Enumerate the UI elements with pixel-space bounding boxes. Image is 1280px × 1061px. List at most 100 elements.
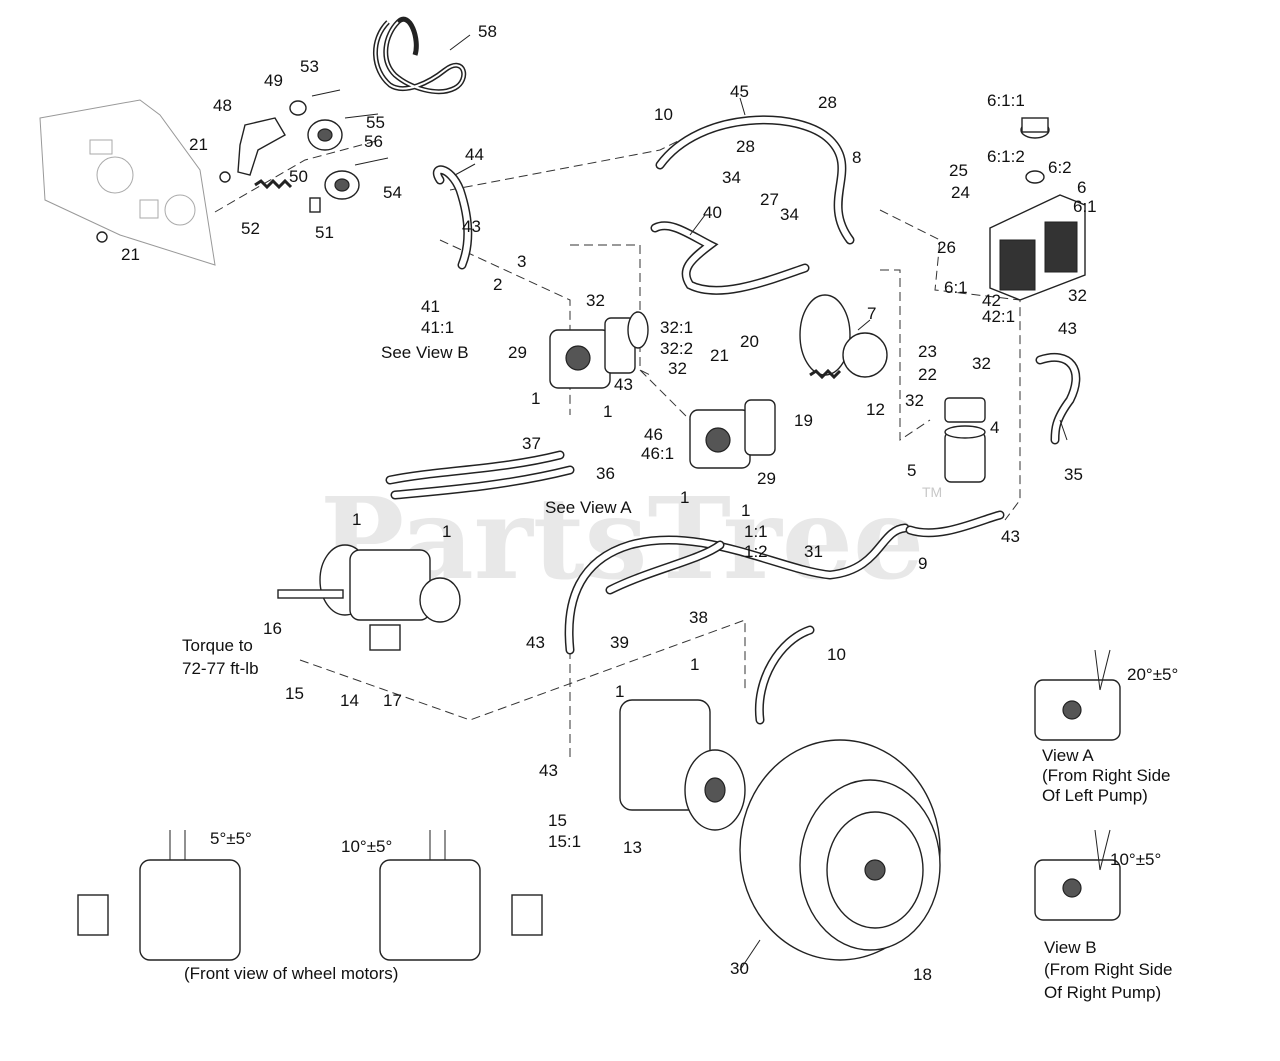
- rear-wheel: [739, 739, 941, 961]
- front-view-wheel-motor-left: [77, 830, 241, 961]
- callout-15-1: 15:1: [548, 832, 581, 851]
- front-view-wheel-motor-right: [379, 830, 543, 961]
- see-view-a-note: See View A: [545, 498, 632, 517]
- callout-20: 20: [740, 332, 759, 351]
- callout-27: 27: [760, 190, 779, 209]
- callout-43-a: 43: [462, 217, 481, 236]
- view-b-inset: [1034, 829, 1121, 921]
- callout-22: 22: [918, 365, 937, 384]
- callout-15-a: 15: [285, 684, 304, 703]
- callout-1-d: 1: [741, 501, 750, 520]
- callout-18: 18: [913, 965, 932, 984]
- callout-1-g: 1: [690, 655, 699, 674]
- callout-1-2: 1:2: [744, 542, 768, 561]
- assembly-guide-lines: [214, 129, 1021, 760]
- callout-55: 55: [366, 113, 385, 132]
- oil-filter-assembly: [944, 397, 986, 483]
- hydraulic-reservoir: [989, 117, 1086, 301]
- callout-43-e: 43: [526, 633, 545, 652]
- callout-42: 42: [982, 291, 1001, 310]
- callout-13: 13: [623, 838, 642, 857]
- hydraulic-hoses: [385, 115, 1081, 725]
- callout-21-a: 21: [189, 135, 208, 154]
- view-b-caption-2: (From Right Side: [1044, 960, 1172, 979]
- callout-50: 50: [289, 167, 308, 186]
- callout-1-e: 1: [352, 510, 361, 529]
- callout-6-1-2: 6:1:2: [987, 147, 1025, 166]
- callout-42-1: 42:1: [982, 307, 1015, 326]
- view-a-inset: [1034, 649, 1121, 741]
- drive-belt: [373, 16, 467, 95]
- callout-21-c: 21: [710, 346, 729, 365]
- callout-46-1: 46:1: [641, 444, 674, 463]
- leader-lines: [449, 34, 1068, 971]
- see-view-b-note: See View B: [381, 343, 469, 362]
- callout-43-c: 43: [1058, 319, 1077, 338]
- callout-23: 23: [918, 342, 937, 361]
- callout-32-d: 32: [972, 354, 991, 373]
- callout-1-a: 1: [531, 389, 540, 408]
- callout-35: 35: [1064, 465, 1083, 484]
- callout-48: 48: [213, 96, 232, 115]
- callout-45: 45: [730, 82, 749, 101]
- callout-41: 41: [421, 297, 440, 316]
- callout-21-b: 21: [121, 245, 140, 264]
- callout-32-b: 32: [668, 359, 687, 378]
- callout-24: 24: [951, 183, 970, 202]
- callout-6-1-b: 6:1: [944, 278, 968, 297]
- callout-6-1-a: 6:1: [1073, 197, 1097, 216]
- callout-56: 56: [364, 132, 383, 151]
- pump-drive-assembly: [799, 294, 888, 380]
- callout-51: 51: [315, 223, 334, 242]
- callout-3: 3: [517, 252, 526, 271]
- front-view-caption: (Front view of wheel motors): [184, 964, 398, 983]
- callout-16: 16: [263, 619, 282, 638]
- callout-1-c: 1: [680, 488, 689, 507]
- view-a-caption-2: (From Right Side: [1042, 766, 1170, 785]
- callout-29-a: 29: [508, 343, 527, 362]
- torque-note-line2: 72-77 ft-lb: [182, 659, 259, 678]
- callout-1-f: 1: [442, 522, 451, 541]
- callout-39: 39: [610, 633, 629, 652]
- view-b-caption-1: View B: [1044, 938, 1097, 957]
- callout-52: 52: [241, 219, 260, 238]
- callout-10-b: 10: [827, 645, 846, 664]
- callout-labels: 58 53 49 48 55 21 56 50 54 52 51 21 44 4…: [121, 22, 1097, 984]
- idler-arm-assembly: [96, 89, 389, 243]
- angle-10-b-note: 10°±5°: [1110, 850, 1161, 869]
- view-captions: 20°±5° View A (From Right Side Of Left P…: [184, 665, 1178, 1002]
- callout-37: 37: [522, 434, 541, 453]
- callout-30: 30: [730, 959, 749, 978]
- view-a-caption-1: View A: [1042, 746, 1094, 765]
- callout-9: 9: [918, 554, 927, 573]
- engine-frame-plate: [39, 99, 216, 266]
- callout-12: 12: [866, 400, 885, 419]
- callout-25: 25: [949, 161, 968, 180]
- callout-15-b: 15: [548, 811, 567, 830]
- callout-31: 31: [804, 542, 823, 561]
- callout-1-b: 1: [603, 402, 612, 421]
- callout-1-h: 1: [615, 682, 624, 701]
- callout-19: 19: [794, 411, 813, 430]
- callout-54: 54: [383, 183, 402, 202]
- callout-32-c: 32: [1068, 286, 1087, 305]
- angle-20-note: 20°±5°: [1127, 665, 1178, 684]
- callout-46: 46: [644, 425, 663, 444]
- callout-32-e: 32: [905, 391, 924, 410]
- callout-10-a: 10: [654, 105, 673, 124]
- wheel-motor-left: [277, 544, 461, 651]
- callout-4: 4: [990, 418, 999, 437]
- view-a-caption-3: Of Left Pump): [1042, 786, 1148, 805]
- torque-note-line1: Torque to: [182, 636, 253, 655]
- callout-41-1: 41:1: [421, 318, 454, 337]
- angle-10-front-note: 10°±5°: [341, 837, 392, 856]
- callout-7: 7: [867, 304, 876, 323]
- callout-58: 58: [478, 22, 497, 41]
- callout-6: 6: [1077, 178, 1086, 197]
- callout-1-1: 1:1: [744, 522, 768, 541]
- callout-6-1-1: 6:1:1: [987, 91, 1025, 110]
- callout-36: 36: [596, 464, 615, 483]
- callout-38: 38: [689, 608, 708, 627]
- angle-5-note: 5°±5°: [210, 829, 252, 848]
